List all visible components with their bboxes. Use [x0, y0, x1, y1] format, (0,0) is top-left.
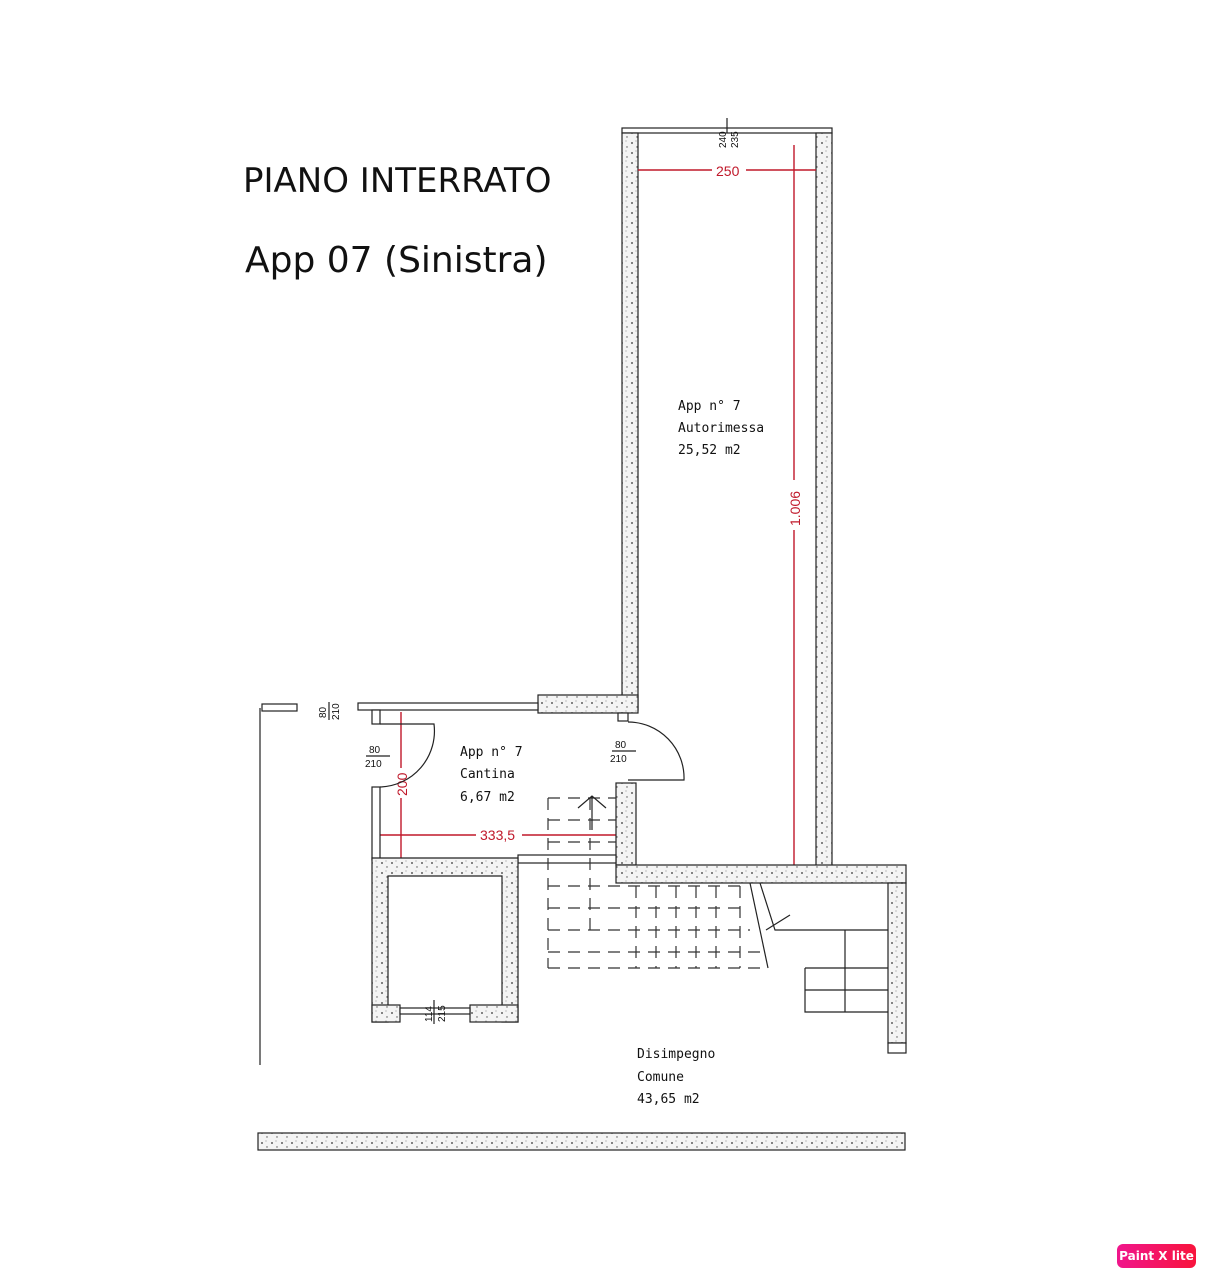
garage-length-dim: 1.006	[787, 491, 803, 526]
svg-text:80: 80	[615, 740, 627, 751]
plan-title: PIANO INTERRATO	[243, 161, 552, 201]
svg-text:Autorimessa: Autorimessa	[678, 421, 764, 436]
staircase	[547, 795, 888, 1013]
cellar-walls	[259, 702, 907, 1065]
room-cellar-label: App n° 7 Cantina 6,67 m2	[460, 745, 523, 805]
svg-text:80: 80	[369, 745, 381, 756]
svg-text:43,65 m2: 43,65 m2	[637, 1092, 700, 1107]
svg-text:210: 210	[331, 703, 342, 720]
svg-text:Cantina: Cantina	[460, 767, 515, 782]
garage-door-bottom-dim: 235	[730, 131, 741, 148]
svg-text:6,67 m2: 6,67 m2	[460, 790, 515, 805]
svg-text:210: 210	[365, 759, 382, 770]
opening-left-top: 80 210	[318, 702, 342, 720]
svg-text:App n° 7: App n° 7	[678, 399, 741, 414]
garage-walls: 240 235	[537, 118, 833, 869]
paint-x-lite-badge: Paint X lite	[1117, 1244, 1196, 1268]
svg-text:Disimpegno: Disimpegno	[637, 1047, 715, 1062]
cellar-width-dim: 333,5	[480, 827, 515, 843]
garage-door-top-dim: 240	[718, 131, 729, 148]
room-garage-label: App n° 7 Autorimessa 25,52 m2	[678, 399, 764, 458]
lift-height-dim: 215	[437, 1005, 448, 1022]
svg-text:210: 210	[610, 754, 627, 765]
cellar-depth-dim: 200	[394, 772, 410, 796]
garage-width-dim: 250	[716, 163, 740, 179]
room-common-label: Disimpegno Comune 43,65 m2	[637, 1047, 715, 1107]
svg-text:25,52 m2: 25,52 m2	[678, 443, 741, 458]
svg-text:Comune: Comune	[637, 1070, 684, 1085]
svg-text:80: 80	[318, 706, 329, 718]
opening-cellar-door: 80 210	[365, 745, 390, 770]
bottom-wall	[257, 1132, 906, 1151]
dimension-lines	[380, 145, 816, 866]
lift-shaft: 114 215	[371, 857, 519, 1024]
lift-width-dim: 114	[424, 1006, 435, 1022]
svg-text:App n° 7: App n° 7	[460, 745, 523, 760]
opening-garage-door: 80 210	[610, 740, 636, 765]
plan-subtitle: App 07 (Sinistra)	[245, 240, 548, 281]
